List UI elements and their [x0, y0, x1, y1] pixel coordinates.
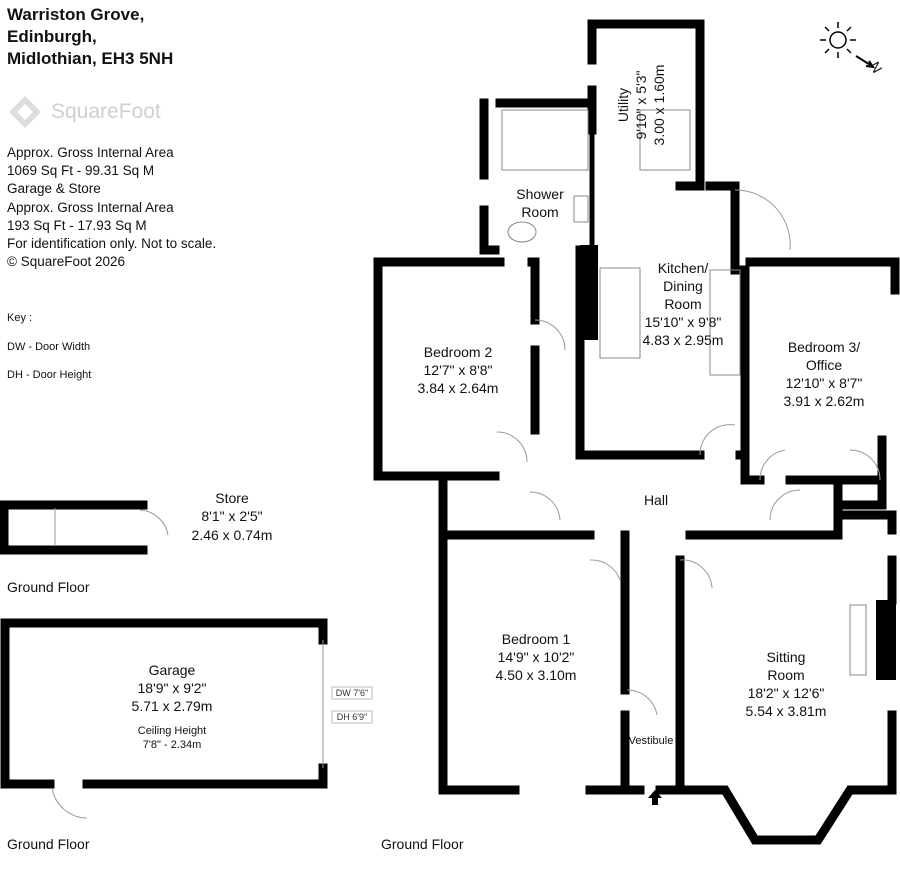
garage-door-height: DH 6'9": [337, 712, 367, 722]
garage-door-width: DW 7'6": [336, 688, 368, 698]
bedroom1-imperial: 14'9" x 10'2": [498, 649, 575, 665]
area-line: 1069 Sq Ft - 99.31 Sq M: [7, 163, 155, 179]
sitting-imperial: 18'2" x 12'6": [748, 685, 825, 701]
sitting-name-line1: Sitting: [767, 649, 806, 665]
fireplace-hearth: [849, 604, 867, 676]
vestibule-name: Vestibule: [629, 735, 674, 747]
kitchen-counter: [599, 267, 641, 359]
bedroom3-name-line2: Office: [806, 357, 843, 373]
kitchen-name-line1: Kitchen/: [658, 260, 709, 276]
basin-icon: [573, 195, 589, 223]
bedroom2-metric: 3.84 x 2.64m: [418, 380, 499, 396]
kitchen-name-line2: Dining: [663, 278, 703, 294]
door-height-tag: [331, 710, 373, 724]
bedroom3-imperial: 12'10" x 8'7": [786, 375, 863, 391]
toilet-icon: [507, 221, 537, 243]
kitchen-name-line3: Room: [664, 296, 701, 312]
bedroom2-imperial: 12'7" x 8'8": [424, 362, 493, 378]
garage-name: Garage: [149, 662, 196, 678]
main-floor-label: Ground Floor: [381, 836, 464, 852]
garage-floor-label: Ground Floor: [7, 836, 90, 852]
bedroom2-name: Bedroom 2: [424, 344, 493, 360]
logo-diamond-icon: [9, 96, 41, 128]
address-line: Edinburgh,: [7, 27, 97, 46]
compass-sun-icon: [820, 22, 876, 69]
key-door-height: DH - Door Height: [7, 369, 92, 381]
area-line: Garage & Store: [7, 181, 101, 197]
fireplace-chimney: [876, 600, 896, 680]
kitchen-imperial: 15'10" x 9'8": [645, 314, 722, 330]
sitting-metric: 5.54 x 3.81m: [746, 703, 827, 719]
garage-walls: [0, 618, 328, 819]
shower-name-line1: Shower: [516, 186, 564, 202]
key-door-width: DW - Door Width: [7, 341, 91, 353]
door-width-tag: [331, 686, 373, 700]
bedroom1-name: Bedroom 1: [502, 631, 571, 647]
address-line: Warriston Grove,: [7, 5, 145, 24]
hall-name: Hall: [644, 492, 668, 508]
shower-tray: [501, 109, 589, 171]
area-line: Approx. Gross Internal Area: [7, 145, 174, 160]
property-address: Warriston Grove, Edinburgh, Midlothian, …: [7, 4, 173, 70]
main-house-walls: [373, 19, 900, 845]
door-swings: [496, 189, 881, 716]
kitchen-chimney-breast: [580, 245, 598, 340]
store-floor-label: Ground Floor: [7, 579, 90, 595]
squarefoot-logo: SquareFoot: [7, 94, 161, 130]
garage-metric: 5.71 x 2.79m: [132, 698, 213, 714]
store-name: Store: [215, 490, 249, 506]
key-title: Key :: [7, 312, 33, 324]
store-imperial: 8'1" x 2'5": [201, 508, 262, 524]
store-walls: [0, 500, 169, 555]
bedroom3-name-line1: Bedroom 3/: [788, 339, 860, 355]
entrance-arrow-icon: [648, 790, 662, 805]
kitchen-metric: 4.83 x 2.95m: [643, 332, 724, 348]
kitchen-counter-right: [709, 269, 741, 376]
fixtures: [501, 109, 741, 376]
garage-ceiling-value: 7'8" - 2.34m: [143, 739, 202, 751]
bedroom3-metric: 3.91 x 2.62m: [784, 393, 865, 409]
sitting-name-line2: Room: [767, 667, 804, 683]
area-line: For identification only. Not to scale.: [7, 236, 217, 252]
area-line: 193 Sq Ft - 17.93 Sq M: [7, 217, 147, 233]
garage-ceiling-label: Ceiling Height: [138, 725, 206, 737]
utility-name: Utility: [615, 88, 631, 122]
address-line: Midlothian, EH3 5NH: [7, 49, 174, 68]
area-line: Approx. Gross Internal Area: [7, 199, 174, 215]
logo-text: SquareFoot: [51, 100, 161, 123]
utility-metric: 3.00 x 1.60m: [651, 65, 667, 146]
bedroom1-metric: 4.50 x 3.10m: [496, 667, 577, 683]
store-metric: 2.46 x 0.74m: [192, 527, 273, 543]
area-summary: Approx. Gross Internal Area 1069 Sq Ft -…: [7, 144, 216, 271]
area-line: © SquareFoot 2026: [7, 254, 126, 270]
garage-imperial: 18'9" x 9'2": [138, 680, 207, 696]
shower-name-line2: Room: [521, 204, 558, 220]
utility-counter: [639, 109, 691, 171]
utility-imperial: 9'10" x 5'3": [633, 70, 649, 139]
